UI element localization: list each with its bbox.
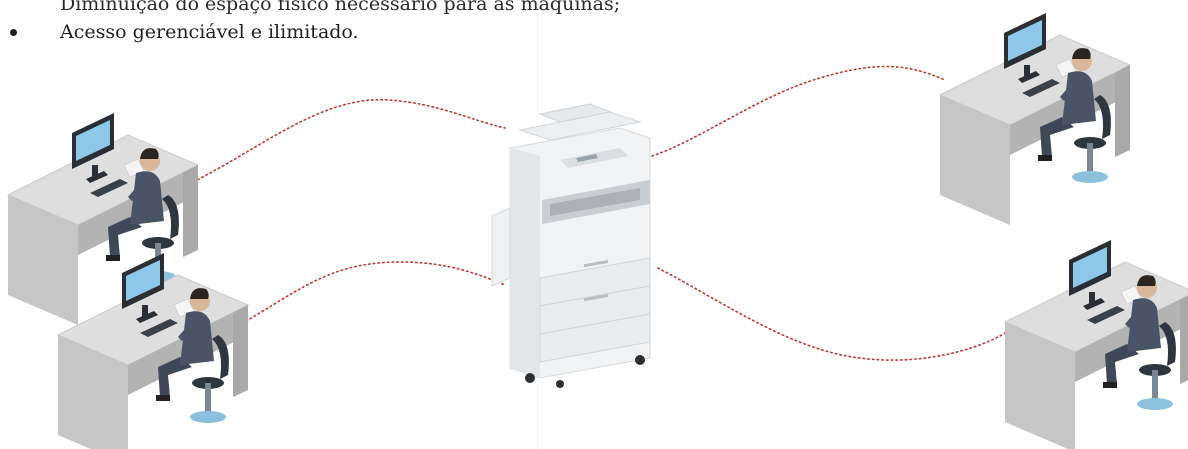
workstation-icon — [58, 253, 248, 449]
link-right-top — [652, 66, 945, 156]
multifunction-printer-icon — [492, 104, 650, 388]
link-right-bottom — [658, 268, 1010, 360]
link-left-bottom — [238, 262, 505, 326]
workstation-icon — [940, 13, 1130, 225]
workstation-icon — [1005, 240, 1188, 449]
link-left-top — [185, 100, 505, 186]
